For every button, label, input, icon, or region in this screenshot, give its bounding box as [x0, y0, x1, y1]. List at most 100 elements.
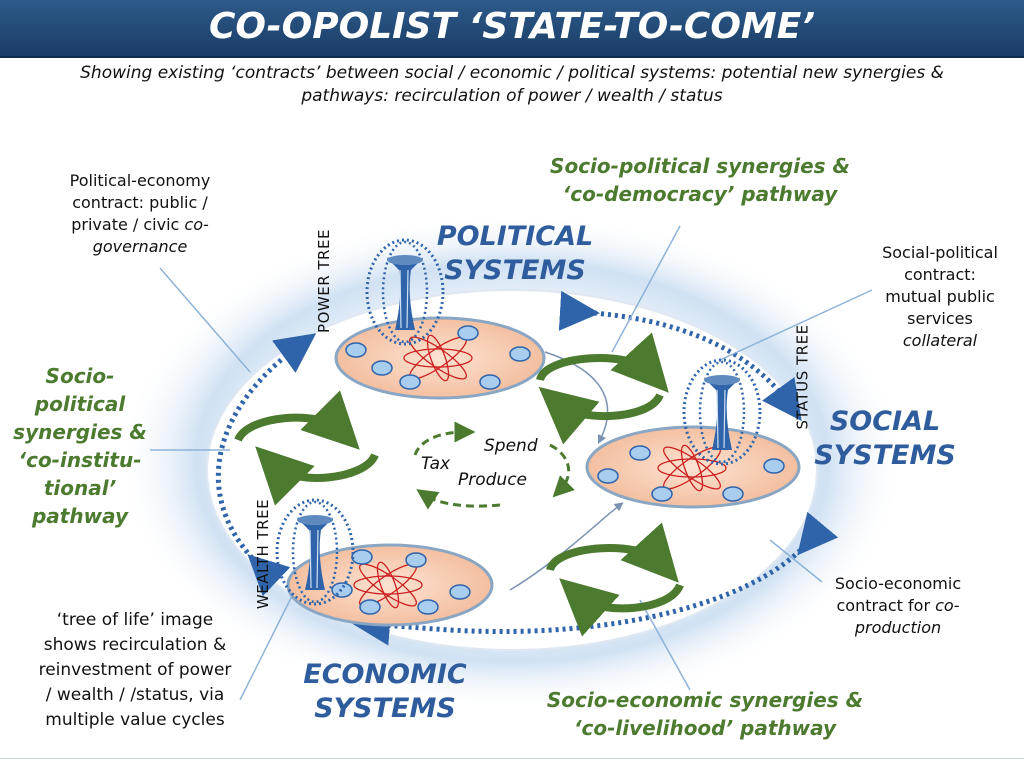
social-hub	[585, 425, 801, 509]
note-text-italic: governance	[92, 237, 188, 256]
social-node	[597, 468, 619, 484]
co-democracy-line-1: Socio-political synergies &	[550, 154, 850, 178]
economic-systems-label: ECONOMIC SYSTEMS	[290, 658, 480, 726]
co-institutional-cycle-icon	[234, 390, 379, 506]
co-democracy-line-2: ‘co-democracy’ pathway	[562, 182, 838, 206]
spend-label: Spend	[484, 436, 538, 456]
political-hub	[334, 316, 546, 400]
status-tree-label: STATUS TREE	[793, 324, 812, 430]
economic-node	[351, 549, 373, 565]
co-institutional-line: ‘co-institu-	[18, 448, 142, 472]
power-tree-label: POWER TREE	[314, 229, 333, 333]
center-flow-cycle-icon	[413, 421, 575, 510]
subtitle: Showing existing ‘contracts’ between soc…	[30, 62, 994, 108]
note-line: private / civic co-	[40, 214, 240, 236]
note-text-italic: co-	[184, 215, 209, 234]
social-systems-line-1: SOCIAL	[829, 406, 941, 437]
note-line: shows recirculation &	[43, 635, 227, 655]
economic-node	[359, 599, 381, 615]
political-node	[509, 346, 531, 362]
co-institutional-line: Socio-	[45, 364, 115, 388]
power-tree-icon	[365, 238, 445, 346]
note-text-italic: production	[854, 618, 942, 637]
note-line: mutual public	[885, 287, 995, 306]
economic-systems-line-1: ECONOMIC	[303, 659, 467, 690]
social-node	[651, 486, 673, 502]
economic-node	[417, 599, 439, 615]
economic-systems-line-2: SYSTEMS	[314, 693, 456, 724]
note-line: governance	[40, 236, 240, 258]
political-node	[345, 342, 367, 358]
callout-co-livelihood	[639, 599, 691, 691]
political-node	[479, 374, 501, 390]
co-institutional-synergy-label: Socio- political synergies & ‘co-institu…	[0, 362, 160, 530]
note-line: services	[907, 309, 973, 328]
economic-node	[449, 584, 471, 600]
note-text: private / civic	[71, 215, 185, 234]
note-text-italic: collateral	[902, 331, 978, 350]
note-line: Social-political	[882, 243, 998, 262]
co-institutional-line: political	[34, 392, 126, 416]
political-economy-contract-note: Political-economy contract: public / pri…	[40, 170, 240, 258]
co-livelihood-synergy-label: Socio-economic synergies & ‘co-livelihoo…	[520, 686, 890, 742]
note-text: contract for	[836, 596, 936, 615]
note-line: contract:	[904, 265, 976, 284]
co-livelihood-cycle-icon	[546, 522, 684, 637]
note-line: contract for co-	[812, 595, 984, 617]
outer-cycle-political-social	[558, 290, 802, 422]
status-tree-icon	[682, 358, 762, 466]
note-line: contract: public /	[72, 193, 208, 212]
political-systems-line-2: SYSTEMS	[444, 255, 586, 286]
co-livelihood-line-1: Socio-economic synergies &	[546, 688, 864, 712]
political-systems-line-1: POLITICAL	[436, 221, 594, 252]
co-democracy-synergy-label: Socio-political synergies & ‘co-democrac…	[520, 152, 880, 208]
co-institutional-line: synergies &	[13, 420, 147, 444]
political-node	[399, 374, 421, 390]
produce-label: Produce	[458, 470, 528, 490]
wealth-tree-icon	[275, 498, 355, 606]
social-political-contract-note: Social-political contract: mutual public…	[860, 242, 1020, 352]
note-line: reinvestment of power	[38, 660, 232, 680]
note-text-italic: co-	[935, 596, 960, 615]
callout-co-democracy	[611, 225, 681, 353]
callout-social-political	[719, 289, 873, 361]
social-node	[722, 486, 744, 502]
tree-of-life-note: ‘tree of life’ image shows recirculation…	[12, 608, 258, 733]
hub-link-bottom	[509, 502, 624, 591]
note-line: Socio-economic	[834, 574, 962, 593]
co-democracy-cycle-icon	[536, 332, 669, 445]
note-line: production	[812, 617, 984, 639]
note-line: ‘tree of life’ image	[56, 610, 214, 630]
hub-link-top-right	[544, 351, 609, 445]
co-institutional-line: pathway	[31, 504, 128, 528]
social-systems-label: SOCIAL SYSTEMS	[810, 405, 960, 473]
footer-divider	[0, 758, 1024, 769]
note-line: Political-economy	[69, 171, 211, 190]
callout-political-economy	[159, 267, 251, 373]
callout-socio-economic	[769, 539, 823, 583]
co-institutional-line: tional’	[43, 476, 117, 500]
socio-economic-contract-note: Socio-economic contract for co- producti…	[812, 573, 984, 639]
social-node	[629, 445, 651, 461]
economic-node	[405, 552, 427, 568]
political-systems-label: POLITICAL SYSTEMS	[420, 220, 610, 288]
wealth-tree-label: WEALTH TREE	[254, 498, 273, 610]
social-systems-line-2: SYSTEMS	[814, 440, 956, 471]
political-node	[457, 325, 479, 341]
co-livelihood-line-2: ‘co-livelihood’ pathway	[573, 716, 837, 740]
note-line: collateral	[860, 330, 1020, 352]
political-node	[371, 360, 393, 376]
economic-hub	[286, 543, 494, 627]
subtitle-line-2: pathways: recirculation of power / wealt…	[301, 86, 723, 106]
social-node	[763, 458, 785, 474]
subtitle-line-1: Showing existing ‘contracts’ between soc…	[80, 63, 944, 83]
page-title: CO-OPOLIST ‘STATE-TO-COME’	[208, 6, 816, 47]
outer-cycle-economic-political	[215, 333, 317, 597]
note-line: multiple value cycles	[45, 710, 225, 730]
tax-label: Tax	[421, 454, 451, 474]
title-banner: CO-OPOLIST ‘STATE-TO-COME’	[0, 0, 1024, 58]
note-line: / wealth / /status, via	[45, 685, 225, 705]
economic-node	[331, 582, 353, 598]
callout-tree-of-life	[239, 579, 301, 701]
